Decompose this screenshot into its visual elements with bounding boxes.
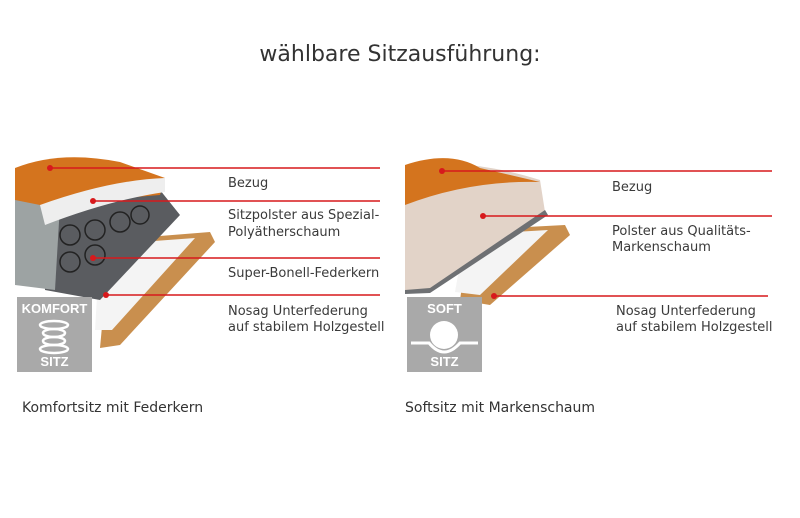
label-federkern: Super-Bonell-Federkern xyxy=(228,266,380,281)
komfort-cushion-illustration xyxy=(15,157,215,348)
label-nosag-2: auf stabilem Holzgestell xyxy=(228,320,385,335)
label-sitzpolster: Sitzpolster aus Spezial- xyxy=(228,208,380,223)
label-sitzpolster-2: Polyätherschaum xyxy=(228,225,341,240)
label-bezug: Bezug xyxy=(228,176,269,191)
komfort-sitz-badge: KOMFORT SITZ xyxy=(17,297,92,372)
page-title: wählbare Sitzausführung: xyxy=(259,42,541,67)
caption-komfortsitz: Komfortsitz mit Federkern xyxy=(22,400,204,416)
soft-foam-icon xyxy=(411,321,478,354)
label-polster: Polster aus Qualitäts- xyxy=(612,224,751,239)
label-nosag: Nosag Unterfederung xyxy=(228,304,368,319)
spring-icon xyxy=(38,319,70,355)
label-bezug-soft: Bezug xyxy=(612,180,653,195)
caption-softsitz: Softsitz mit Markenschaum xyxy=(405,400,596,416)
komfort-leader-lines xyxy=(50,167,380,296)
label-nosag-soft: Nosag Unterfederung xyxy=(616,304,756,319)
soft-cushion-illustration xyxy=(405,158,570,305)
soft-sitz-badge: SOFT SITZ xyxy=(407,297,482,372)
label-polster-2: Markenschaum xyxy=(612,240,711,255)
label-nosag-soft-2: auf stabilem Holzgestell xyxy=(616,320,773,335)
soft-leader-lines xyxy=(442,170,772,297)
